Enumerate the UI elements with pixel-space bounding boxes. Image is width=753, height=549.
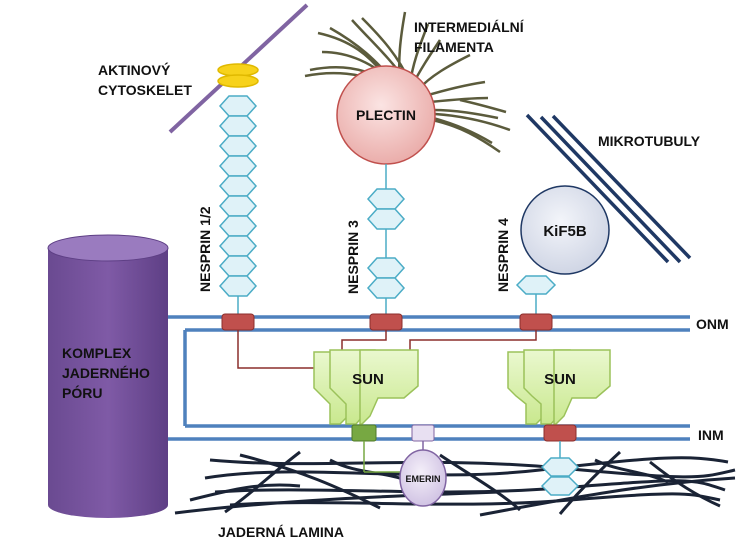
plectin-label: PLECTIN <box>356 107 416 123</box>
nesprin-4-kash <box>519 313 553 331</box>
inm-label: INM <box>698 427 724 443</box>
nuclear-lamina <box>174 450 736 517</box>
sun-right-inm-anchor <box>543 424 577 442</box>
onm-label: ONM <box>696 316 729 332</box>
inm-anchor-green <box>351 424 377 442</box>
microtubules <box>525 113 692 264</box>
sun-left-label: SUN <box>352 371 384 388</box>
nesprin-4-label: NESPRIN 4 <box>495 218 511 292</box>
emerin-label: EMERIN <box>405 474 440 484</box>
sun-right-label: SUN <box>544 371 576 388</box>
nesprin-3-chain <box>366 164 406 316</box>
nuclear-pore-complex <box>47 234 169 518</box>
nesprin-1-2-chain <box>217 63 259 297</box>
nuclear-envelope <box>163 315 690 441</box>
actin-label-line2: CYTOSKELET <box>98 82 192 98</box>
nesprin-4-chain <box>515 275 557 316</box>
nesprin-3-label: NESPRIN 3 <box>345 220 361 294</box>
actin-label-line1: AKTINOVÝ <box>98 61 171 78</box>
nesprin-3-kash <box>369 313 403 331</box>
kif5b-protein <box>520 185 610 275</box>
sun-trimer-left <box>313 349 419 425</box>
npc-label-line2: JADERNÉHO <box>62 365 150 381</box>
npc-label-line1: KOMPLEX <box>62 345 132 361</box>
emerin-tm-anchor <box>411 424 435 442</box>
npc-label-line3: PÓRU <box>62 384 102 401</box>
kif5b-label: KiF5B <box>543 223 587 240</box>
lamina-label: JADERNÁ LAMINA <box>218 524 344 540</box>
emerin-protein <box>399 449 447 507</box>
microtubules-label: MIKROTUBULY <box>598 133 701 149</box>
sun-trimer-right <box>507 349 611 425</box>
if-label-line1: INTERMEDIÁLNÍ <box>414 19 525 35</box>
nesprin-inm-hex-chain <box>540 441 580 496</box>
nesprin-1-2-label: NESPRIN 1/2 <box>197 206 213 292</box>
nesprin-1-2-kash <box>221 313 255 331</box>
if-label-line2: FILAMENTA <box>414 39 494 55</box>
